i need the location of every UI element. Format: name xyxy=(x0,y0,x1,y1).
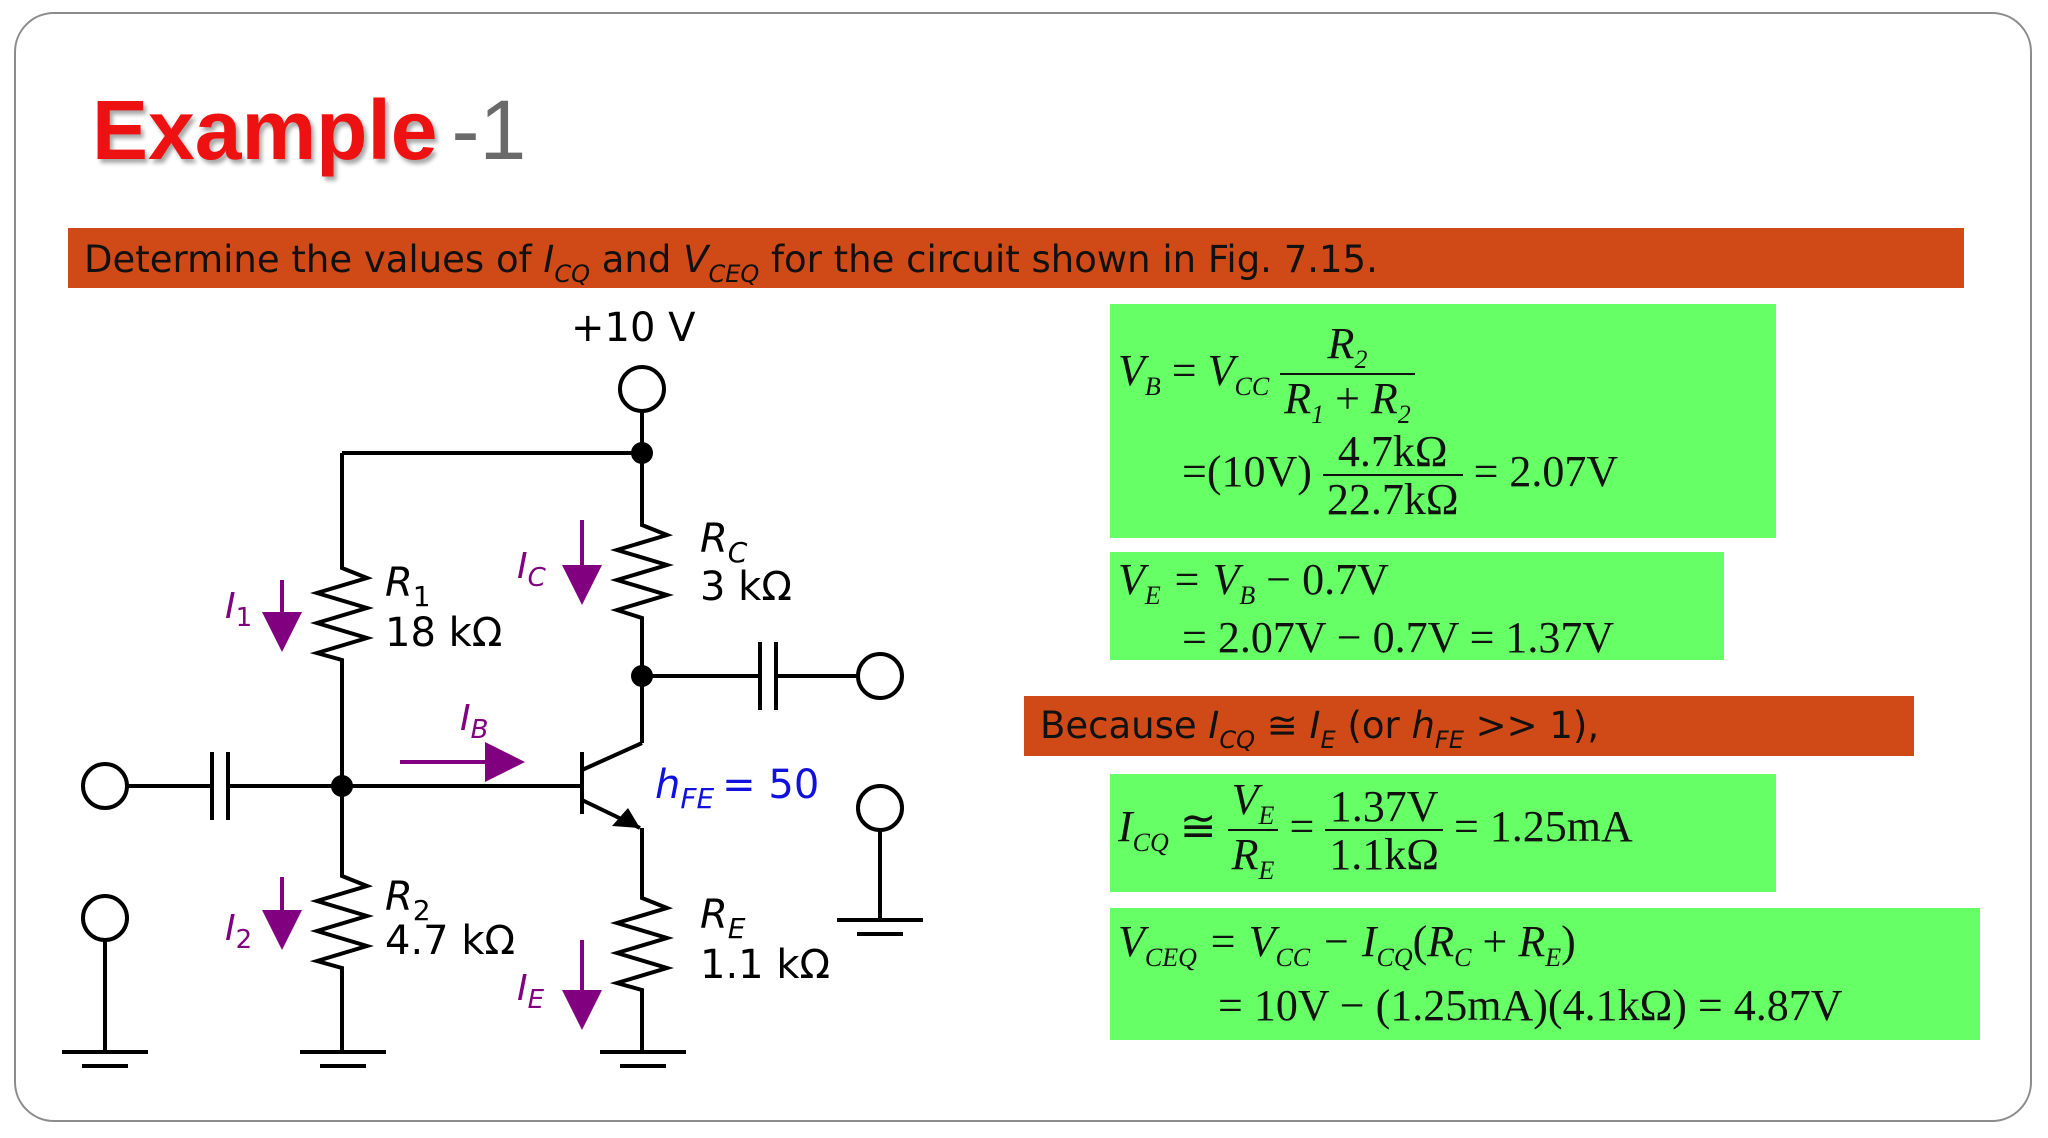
vceq-symbol: V xyxy=(683,238,709,281)
right-ground-terminal xyxy=(856,784,904,832)
i2-label: I2 xyxy=(225,908,252,955)
vceq-subscript: CEQ xyxy=(708,260,760,288)
ib-label: IB xyxy=(460,698,488,745)
r2-resistor xyxy=(309,786,374,1052)
input-terminal xyxy=(81,762,129,810)
rc-label: RC xyxy=(700,516,748,569)
supply-terminal xyxy=(618,365,666,413)
slide-title: Example-1 xyxy=(92,88,526,172)
icq-subscript: CQ xyxy=(554,260,590,288)
icq-equation-box xyxy=(1110,774,1776,892)
ve-equation-box xyxy=(1110,552,1724,660)
because-banner: Because ICQ ≅ IE (or hFE >> 1), xyxy=(1024,696,1914,756)
re-resistor xyxy=(609,890,674,1052)
problem-statement: Determine the values of ICQ and VCEQ for… xyxy=(68,228,1964,288)
problem-suffix: for the circuit shown in Fig. 7.15. xyxy=(759,238,1378,281)
title-main: Example xyxy=(92,83,438,177)
re-value: 1.1 kΩ xyxy=(700,942,830,988)
junction-dot xyxy=(631,442,653,464)
vceq-line1: VCEQ = VCC − ICQ(RC + RE) xyxy=(1118,917,1576,972)
title-number: -1 xyxy=(451,83,527,177)
r1-resistor xyxy=(309,560,374,786)
re-label: RE xyxy=(700,892,746,945)
rc-value: 3 kΩ xyxy=(700,564,792,610)
r2-value: 4.7 kΩ xyxy=(385,918,515,964)
output-terminal xyxy=(856,652,904,700)
r1-value: 18 kΩ xyxy=(385,610,502,656)
vb-equation-box xyxy=(1110,304,1776,538)
emitter-arrow xyxy=(612,808,640,828)
ic-label: IC xyxy=(517,546,547,593)
ie-label: IE xyxy=(517,968,545,1015)
junction-dot xyxy=(331,775,353,797)
hfe-label: hFE= 50 xyxy=(655,762,819,815)
i1-label: I1 xyxy=(225,586,252,633)
ve-line1: VE = VB − 0.7V xyxy=(1118,555,1389,610)
vceq-equation-box xyxy=(1110,908,1980,1040)
left-ground-terminal xyxy=(81,894,129,942)
supply-label: +10 V xyxy=(571,305,696,351)
ve-line2: = 2.07V − 0.7V = 1.37V xyxy=(1182,613,1615,662)
junction-dot xyxy=(631,665,653,687)
r1-label: R1 xyxy=(385,560,431,613)
rc-resistor xyxy=(610,520,674,676)
icq-symbol: I xyxy=(543,238,555,281)
vceq-line2: = 10V − (1.25mA)(4.1kΩ) = 4.87V xyxy=(1218,981,1843,1030)
r2-label: R2 xyxy=(385,874,431,927)
problem-mid: and xyxy=(589,238,684,281)
problem-prefix: Determine the values of xyxy=(84,238,544,281)
